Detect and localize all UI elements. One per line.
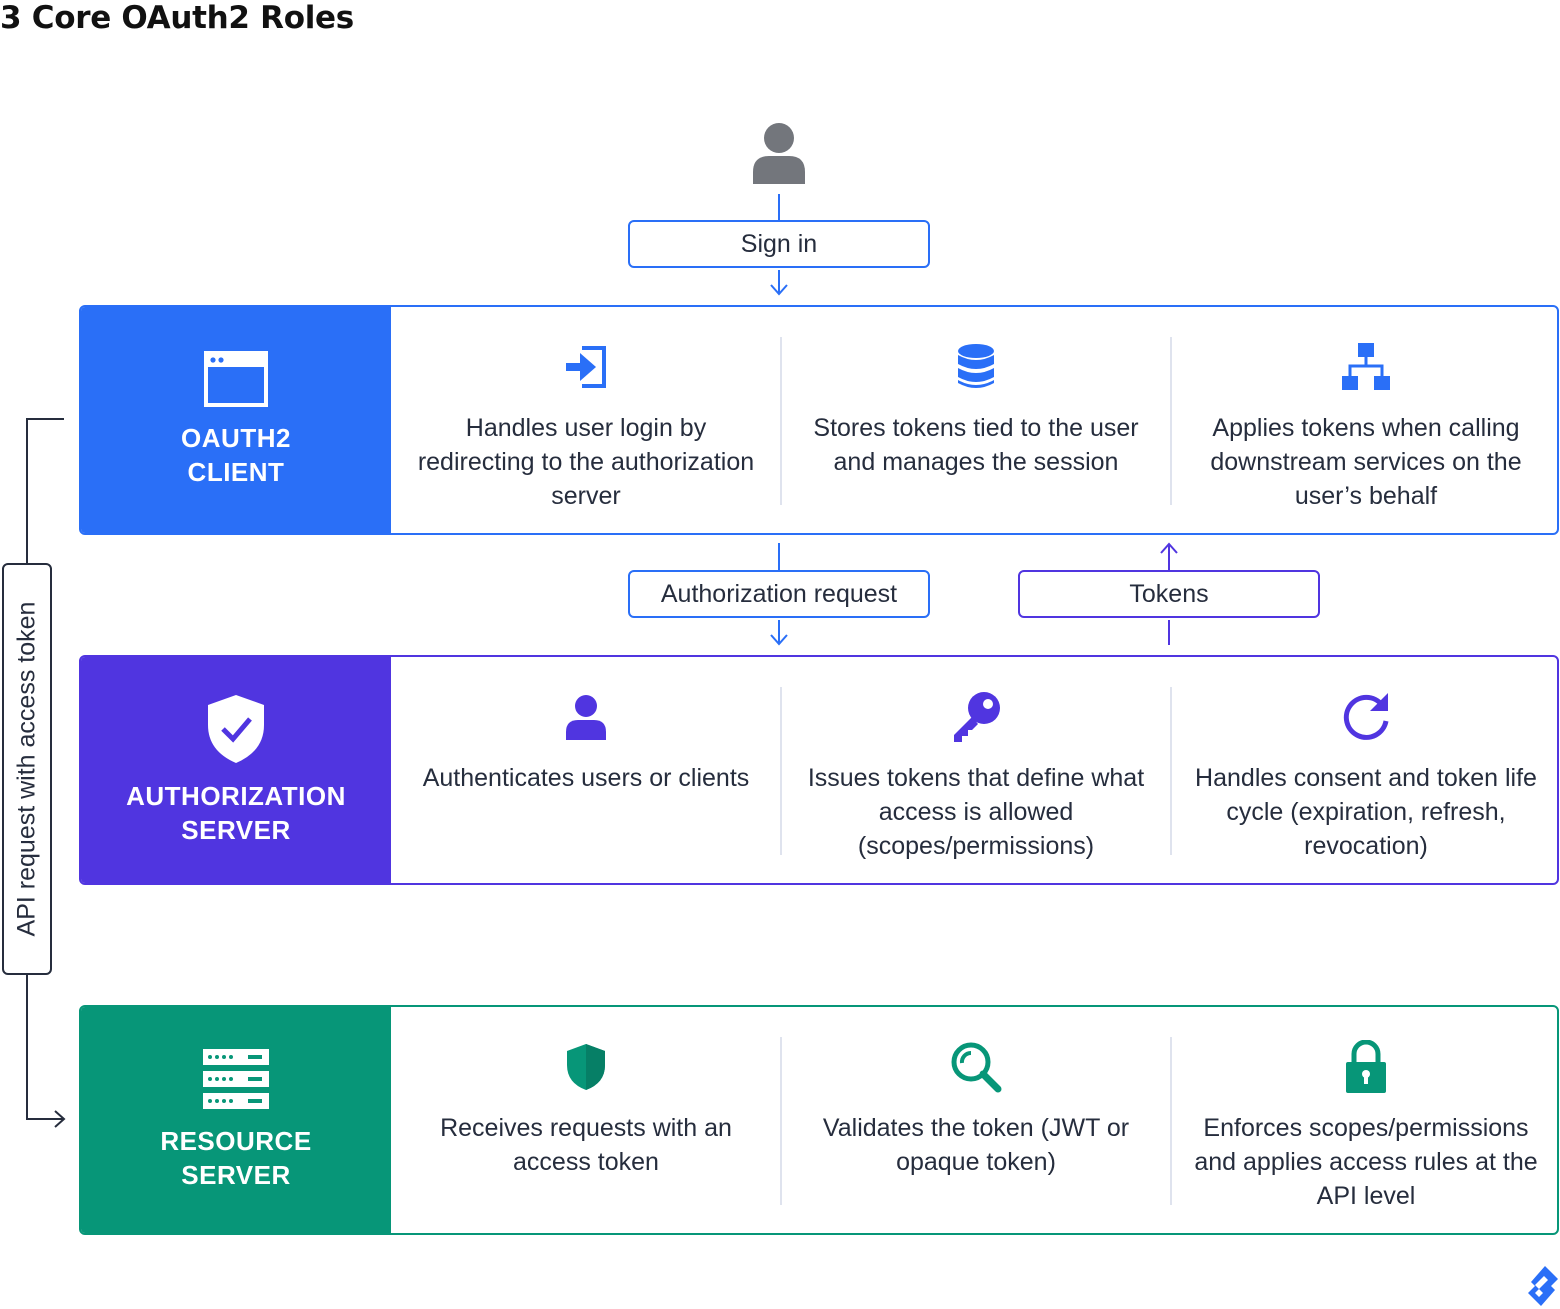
role-label: AUTHORIZATION SERVER <box>126 781 346 845</box>
feature-text: Handles user login by redirecting to the… <box>417 414 755 510</box>
feature-cell: Handles consent and token life cycle (ex… <box>1171 657 1557 883</box>
tokens-label: Tokens <box>1018 570 1320 618</box>
feature-text: Handles consent and token life cycle (ex… <box>1195 764 1537 860</box>
sign-in-label: Sign in <box>628 220 930 268</box>
divider <box>780 687 782 855</box>
authorization-server-role: AUTHORIZATION SERVER <box>81 657 391 883</box>
server-rack-icon <box>203 1049 269 1109</box>
feature-text: Issues tokens that define what access is… <box>807 764 1145 860</box>
resource-server-role: RESOURCE SERVER <box>81 1007 391 1233</box>
oauth2-client-row: OAUTH2 CLIENT Handles user login by redi… <box>79 305 1559 535</box>
feature-cell: Validates the token (JWT or opaque token… <box>781 1007 1171 1233</box>
refresh-icon <box>1343 693 1389 740</box>
api-request-pill <box>2 563 52 975</box>
divider <box>1170 337 1172 505</box>
key-icon <box>954 692 1000 742</box>
page-title: 3 Core OAuth2 Roles <box>0 0 354 36</box>
feature-cell: Authenticates users or clients <box>391 657 781 883</box>
resource-server-row: RESOURCE SERVER Receives requests with a… <box>79 1005 1559 1235</box>
feature-cell: Receives requests with an access token <box>391 1007 781 1233</box>
user-icon <box>566 695 606 740</box>
authorization-server-row: AUTHORIZATION SERVER Authenticates users… <box>79 655 1559 885</box>
feature-text: Enforces scopes/permissions and applies … <box>1194 1114 1538 1210</box>
login-arrow-icon <box>566 346 606 388</box>
divider <box>780 337 782 505</box>
lock-icon <box>1346 1040 1386 1093</box>
feature-text: Stores tokens tied to the user and manag… <box>813 414 1139 476</box>
feature-text: Applies tokens when calling downstream s… <box>1210 414 1522 510</box>
browser-window-icon <box>204 351 268 407</box>
feature-cell: Issues tokens that define what access is… <box>781 657 1171 883</box>
oauth2-client-role: OAUTH2 CLIENT <box>81 307 391 533</box>
divider <box>1170 687 1172 855</box>
role-label: RESOURCE SERVER <box>160 1126 312 1190</box>
feature-cell: Enforces scopes/permissions and applies … <box>1171 1007 1557 1233</box>
feature-text: Authenticates users or clients <box>422 764 750 792</box>
shield-icon <box>567 1044 605 1090</box>
feature-cell: Applies tokens when calling downstream s… <box>1171 307 1557 533</box>
user-icon <box>753 123 805 184</box>
shield-check-icon <box>208 695 264 763</box>
api-request-label: API request with access token <box>12 601 41 937</box>
toptal-logo-icon <box>1528 1266 1558 1306</box>
feature-text: Receives requests with an access token <box>440 1114 732 1176</box>
feature-cell: Stores tokens tied to the user and manag… <box>781 307 1171 533</box>
hierarchy-icon <box>1342 343 1390 390</box>
feature-text: Validates the token (JWT or opaque token… <box>822 1114 1130 1176</box>
search-icon <box>951 1042 1002 1093</box>
divider <box>1170 1037 1172 1205</box>
role-label: OAUTH2 CLIENT <box>181 423 291 487</box>
database-icon <box>958 344 994 388</box>
divider <box>780 1037 782 1205</box>
authorization-request-label: Authorization request <box>628 570 930 618</box>
feature-cell: Handles user login by redirecting to the… <box>391 307 781 533</box>
